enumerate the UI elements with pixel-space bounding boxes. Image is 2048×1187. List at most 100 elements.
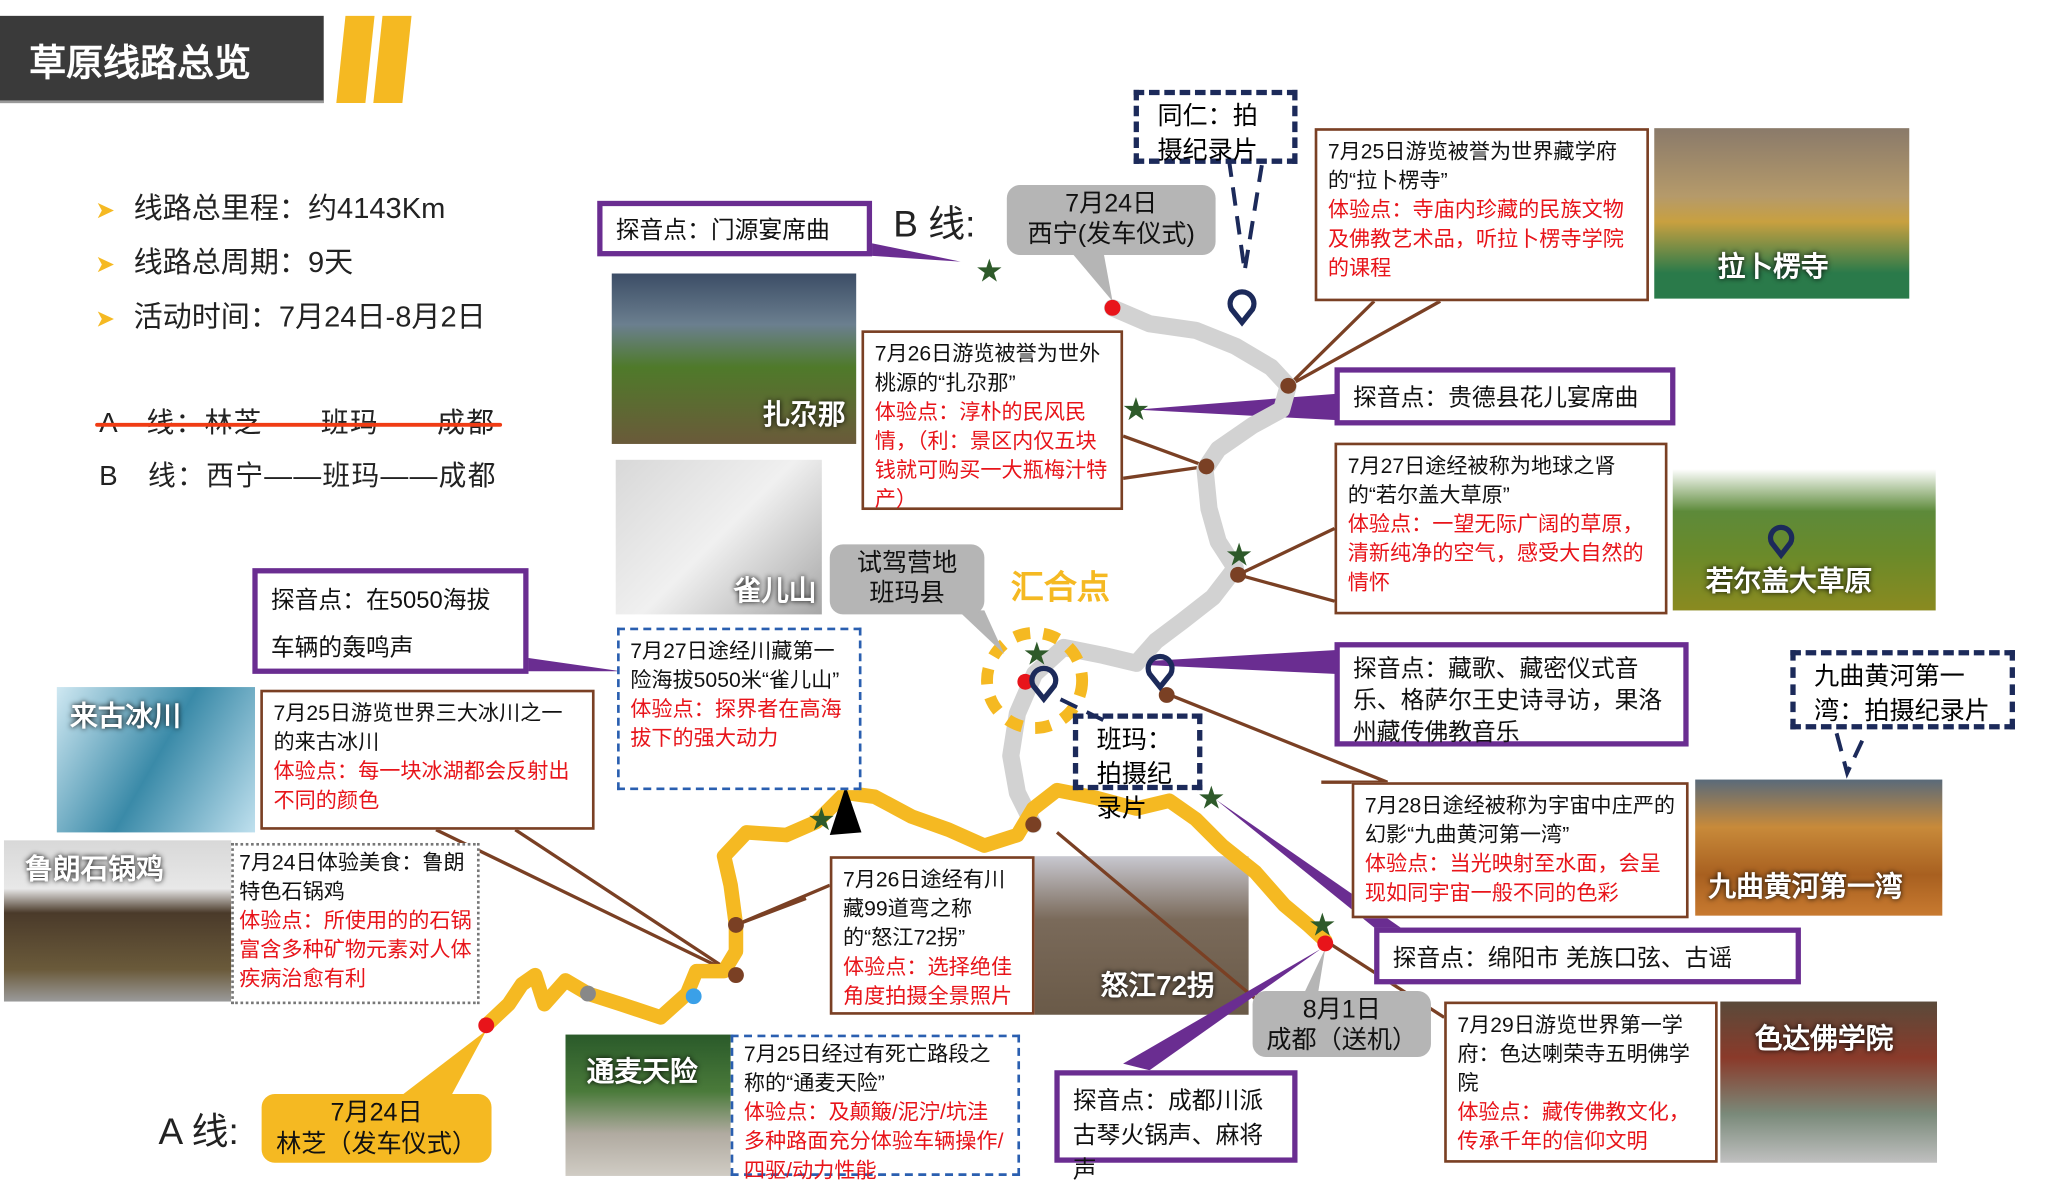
photo-laigu: 来古冰川 xyxy=(56,687,256,833)
summary-text: 活动时间：7月24日-8月2日 xyxy=(133,299,486,333)
callout-experience: 体验点：寺庙内珍藏的民族文物及佛教艺术品，听拉卜楞寺学院的课程 xyxy=(1327,199,1624,281)
sound-mianyang: 探音点：绵阳市 羌族口弦、古谣 xyxy=(1374,927,1801,985)
photo-caption: 雀儿山 xyxy=(733,576,817,607)
photo-caption: 色达佛学院 xyxy=(1754,1023,1894,1055)
line-b-route: B 线：西宁——班玛——成都 xyxy=(99,461,497,492)
callout-title: 7月26日途经有川藏99道弯之称的“怒江72拐” xyxy=(842,869,1006,951)
callout-lulang: 7月24日体验美食：鲁朗特色石锅鸡体验点：所使用的的石锅富含多种矿物元素对人体疾… xyxy=(231,842,480,1005)
page-title: 草原线路总览 xyxy=(0,15,324,104)
photo-jiuqu: 九曲黄河第一湾 xyxy=(1695,779,1943,916)
line-a-route: A 线：林芝——班玛——成都 xyxy=(95,402,502,442)
arrow-icon: ➤ xyxy=(95,305,116,332)
callout-title: 7月24日体验美食：鲁朗特色石锅鸡 xyxy=(239,852,465,904)
callout-title: 7月25日经过有死亡路段之称的“通麦天险” xyxy=(743,1043,991,1096)
svg-text:★: ★ xyxy=(1225,537,1253,573)
sound-guide: 探音点：贵德县花儿宴席曲 xyxy=(1334,367,1676,426)
svg-text:★: ★ xyxy=(1308,906,1336,942)
summary-text: 线路总周期：9天 xyxy=(133,245,354,279)
stop-xining: 7月24日西宁(发车仪式) xyxy=(1006,184,1216,256)
callout-experience: 体验点：藏传佛教文化，传承千年的信仰文明 xyxy=(1457,1101,1690,1154)
stop-banma-camp: 试驾营地班玛县 xyxy=(829,544,985,615)
callout-title: 7月25日游览被誉为世界藏学府的“拉卜楞寺” xyxy=(1327,141,1617,193)
summary-mileage: ➤ 线路总里程：约4143Km xyxy=(95,185,445,227)
photo-caption: 通麦天险 xyxy=(586,1057,698,1088)
photo-caption: 九曲黄河第一湾 xyxy=(1708,872,1903,903)
film-jiuqu: 九曲黄河第一湾：拍摄纪录片 xyxy=(1790,650,2015,730)
sound-chengdu: 探音点：成都川派古琴火锅声、麻将声 xyxy=(1054,1070,1298,1183)
callout-nujiang: 7月26日途经有川藏99道弯之称的“怒江72拐”体验点：选择绝佳角度拍摄全景照片 xyxy=(829,856,1035,1015)
summary-text: 线路总里程：约4143Km xyxy=(133,191,446,225)
stop-line: 试驾营地 xyxy=(856,549,958,578)
photo-caption: 若尔盖大草原 xyxy=(1705,566,1873,598)
photo-ruoergai: 若尔盖大草原 xyxy=(1672,469,1936,611)
callout-experience: 体验点：一望无际广阔的草原，清新纯净的空气，感受大自然的情怀 xyxy=(1347,513,1644,595)
callout-title: 7月27日途经被称为地球之肾的“若尔盖大草原” xyxy=(1347,455,1616,508)
pointer xyxy=(957,610,1005,655)
callout-tongmai: 7月25日经过有死亡路段之称的“通麦天险”体验点：及颠簸/泥泞/坑洼多种路面充分… xyxy=(730,1034,1021,1183)
callout-zhagana: 7月26日游览被誉为世外桃源的“扎尕那”体验点：淳朴的民风民情，（利：景区内仅五… xyxy=(861,330,1124,511)
callout-title: 7月28日途经被称为宇宙中庄严的幻影“九曲黄河第一湾” xyxy=(1364,795,1676,847)
callout-queer: 7月27日途经川藏第一险海拔5050米“雀儿山”体验点：探界者在高海拔下的强大动… xyxy=(617,627,862,791)
callout-title: 7月26日游览被誉为世外桃源的“扎尕那” xyxy=(874,343,1101,396)
route-dots xyxy=(478,299,1334,1034)
photo-caption: 来古冰川 xyxy=(70,701,182,732)
photo-nujiang: 怒江72拐 xyxy=(1034,856,1249,1015)
sound-menyuan: 探音点：门源宴席曲 xyxy=(597,200,873,257)
callout-experience: 体验点：及颠簸/泥泞/坑洼多种路面充分体验车辆操作/四驱/动力性能 xyxy=(743,1101,1004,1183)
photo-caption: 怒江72拐 xyxy=(1100,971,1215,1002)
photo-seda: 色达佛学院 xyxy=(1720,1001,1938,1163)
stop-chengdu: 8月1日成都（送机） xyxy=(1252,990,1431,1058)
stop-linzhi: 7月24日林芝（发车仪式） xyxy=(261,1094,492,1163)
svg-text:★: ★ xyxy=(1023,636,1051,672)
stop-place: 西宁(发车仪式) xyxy=(1027,220,1195,249)
svg-text:★: ★ xyxy=(975,252,1003,288)
film-tongren: 同仁：拍摄纪录片 xyxy=(1133,89,1298,165)
arrow-icon: ➤ xyxy=(95,251,116,278)
photo-caption: 鲁朗石锅鸡 xyxy=(25,854,164,886)
line-b-label: B 线: xyxy=(893,203,976,245)
svg-text:★: ★ xyxy=(1122,391,1150,427)
summary-duration: ➤ 线路总周期：9天 xyxy=(95,239,353,281)
peak-icon xyxy=(829,786,862,836)
meeting-point-ring xyxy=(981,626,1089,734)
photo-queer: 雀儿山 xyxy=(615,459,822,615)
photo-zhagana: 扎尕那 xyxy=(611,273,857,444)
photo-tongmai: 通麦天险 xyxy=(565,1034,731,1176)
meeting-point-label: 汇合点 xyxy=(1010,569,1110,607)
stop-line: 班玛县 xyxy=(869,580,945,608)
callout-experience: 体验点：淳朴的民风民情，（利：景区内仅五块钱就可购买一大瓶梅汁特产） xyxy=(874,401,1108,512)
pin-icons xyxy=(1029,289,1795,704)
callout-seda: 7月29日游览世界第一学府：色达喇荣寺五明佛学院体验点：藏传佛教文化，传承千年的… xyxy=(1444,1001,1718,1163)
callout-experience: 体验点：当光映射至水面，会呈现如同宇宙一般不同的色彩 xyxy=(1364,853,1661,906)
callout-title: 7月29日游览世界第一学府：色达喇荣寺五明佛学院 xyxy=(1457,1014,1690,1096)
callout-title: 7月25日游览世界三大冰川之一的来古冰川 xyxy=(273,702,563,755)
stop-date: 7月24日 xyxy=(1065,190,1158,219)
callout-ruoergai: 7月27日途经被称为地球之肾的“若尔盖大草原”体验点：一望无际广阔的草原，清新纯… xyxy=(1334,442,1668,615)
callout-experience: 体验点：选择绝佳角度拍摄全景照片 xyxy=(842,956,1013,1009)
callout-experience: 体验点：所使用的的石锅富含多种矿物元素对人体疾病治愈有利 xyxy=(239,910,472,991)
line-a-label: A 线: xyxy=(158,1111,239,1153)
callout-experience: 体验点：探界者在高海拔下的强大动力 xyxy=(630,698,842,751)
arrow-icon: ➤ xyxy=(95,196,116,224)
callout-laigu: 7月25日游览世界三大冰川之一的来古冰川体验点：每一块冰湖都会反射出不同的颜色 xyxy=(260,689,595,830)
sound-zangge: 探音点：藏歌、藏密仪式音乐、格萨尔王史诗寻访，果洛州藏传佛教音乐 xyxy=(1334,642,1689,747)
stop-place: 林芝（发车仪式） xyxy=(276,1131,477,1159)
summary-dates: ➤ 活动时间：7月24日-8月2日 xyxy=(95,293,486,335)
sound-queer: 探音点：在5050海拔车辆的轰鸣声 xyxy=(252,568,529,674)
callout-labuleng: 7月25日游览被誉为世界藏学府的“拉卜楞寺” 体验点：寺庙内珍藏的民族文物及佛教艺… xyxy=(1314,128,1649,302)
stop-date: 8月1日 xyxy=(1302,996,1381,1024)
pointer xyxy=(1070,251,1113,302)
callout-experience: 体验点：每一块冰湖都会反射出不同的颜色 xyxy=(273,761,570,813)
photo-lulang: 鲁朗石锅鸡 xyxy=(3,840,232,1002)
stop-date: 7月24日 xyxy=(330,1099,423,1128)
svg-text:★: ★ xyxy=(807,801,835,837)
stop-place: 成都（送机） xyxy=(1266,1026,1418,1055)
photo-caption: 扎尕那 xyxy=(762,400,846,431)
strikethrough xyxy=(95,422,502,427)
photo-labuleng: 拉卜楞寺 xyxy=(1654,128,1910,299)
callout-title: 7月27日途经川藏第一险海拔5050米“雀儿山” xyxy=(630,640,840,693)
pointer xyxy=(396,1030,487,1100)
photo-caption: 拉卜楞寺 xyxy=(1717,252,1829,283)
callout-jiuqu: 7月28日途经被称为宇宙中庄严的幻影“九曲黄河第一湾” 体验点：当光映射至水面，会… xyxy=(1351,782,1689,919)
film-banma: 班玛：拍摄纪录片 xyxy=(1072,713,1203,823)
